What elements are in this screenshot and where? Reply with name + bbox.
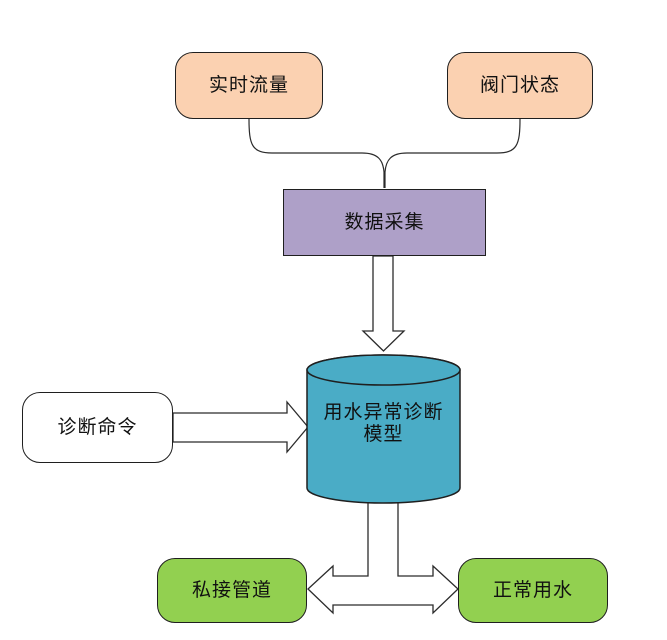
node-illegal-pipe: 私接管道 [157,558,307,623]
connector-realtime-to-collection [248,118,385,188]
node-realtime-flow: 实时流量 [175,52,323,119]
arrow-command-to-model [172,400,309,454]
node-diagnosis-model-label: 用水异常诊断 模型 [307,401,460,445]
connector-valve-to-collection [384,118,521,188]
node-illegal-pipe-label: 私接管道 [191,578,272,601]
node-normal-water-label: 正常用水 [492,578,573,601]
model-label-line1: 用水异常诊断 [323,401,444,423]
node-realtime-flow-label: 实时流量 [208,73,289,96]
node-valve-status: 阀门状态 [447,52,593,119]
node-valve-status-label: 阀门状态 [479,73,560,96]
node-diagnosis-command: 诊断命令 [22,392,173,463]
node-diagnosis-command-label: 诊断命令 [57,415,138,438]
arrow-collection-to-model [361,255,406,352]
node-data-collection: 数据采集 [283,189,486,256]
model-label-line2: 模型 [363,423,404,445]
arrow-model-to-results [307,494,459,615]
node-data-collection-label: 数据采集 [344,210,425,233]
node-normal-water: 正常用水 [458,558,608,623]
model-cylinder-top [306,354,461,386]
